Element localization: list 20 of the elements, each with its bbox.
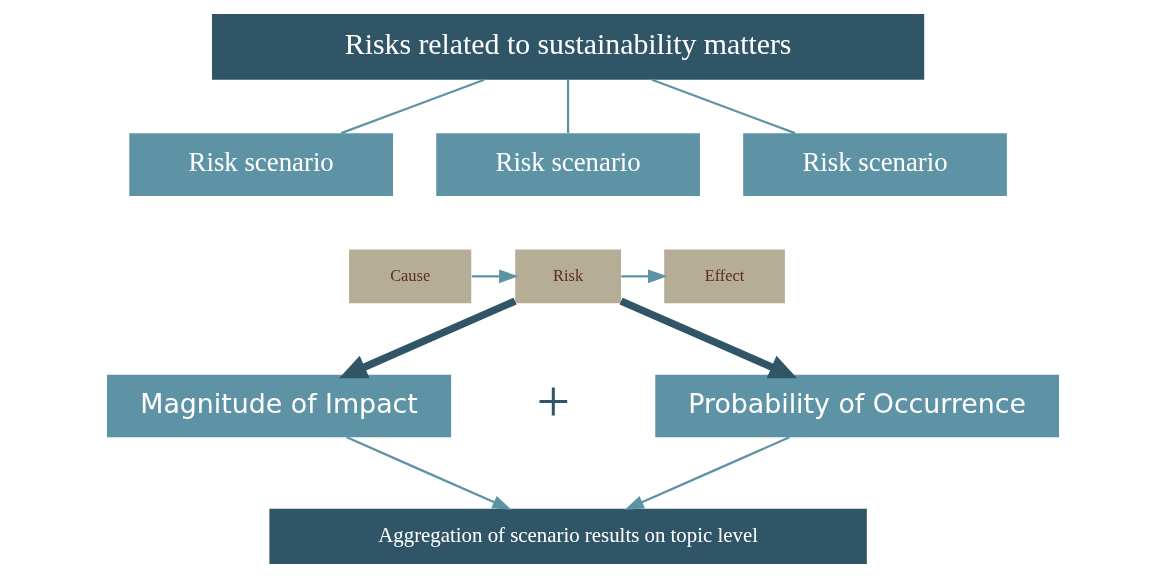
- arrow: [471, 269, 519, 284]
- node-box: Risk scenario: [129, 133, 394, 196]
- arrow: [346, 436, 512, 510]
- node-box: Probability of Occurrence: [655, 374, 1060, 438]
- connector: [567, 79, 570, 133]
- connector: [340, 78, 485, 135]
- connector: [651, 78, 796, 135]
- node-box: Cause: [349, 249, 472, 304]
- arrow: [621, 269, 668, 284]
- node-box: Risks related to sustainability matters: [212, 14, 925, 80]
- node-box: Aggregation of scenario results on topic level: [269, 508, 867, 564]
- arrow: [619, 297, 798, 379]
- node-box: Magnitude of Impact: [106, 374, 452, 438]
- node-box: Risk scenario: [436, 133, 700, 196]
- arrow: [339, 297, 517, 379]
- node-box: Risk: [515, 249, 621, 304]
- node-box: Effect: [664, 249, 785, 304]
- label: +: [536, 367, 571, 434]
- node-box: Risk scenario: [743, 133, 1007, 196]
- arrow: [624, 436, 790, 510]
